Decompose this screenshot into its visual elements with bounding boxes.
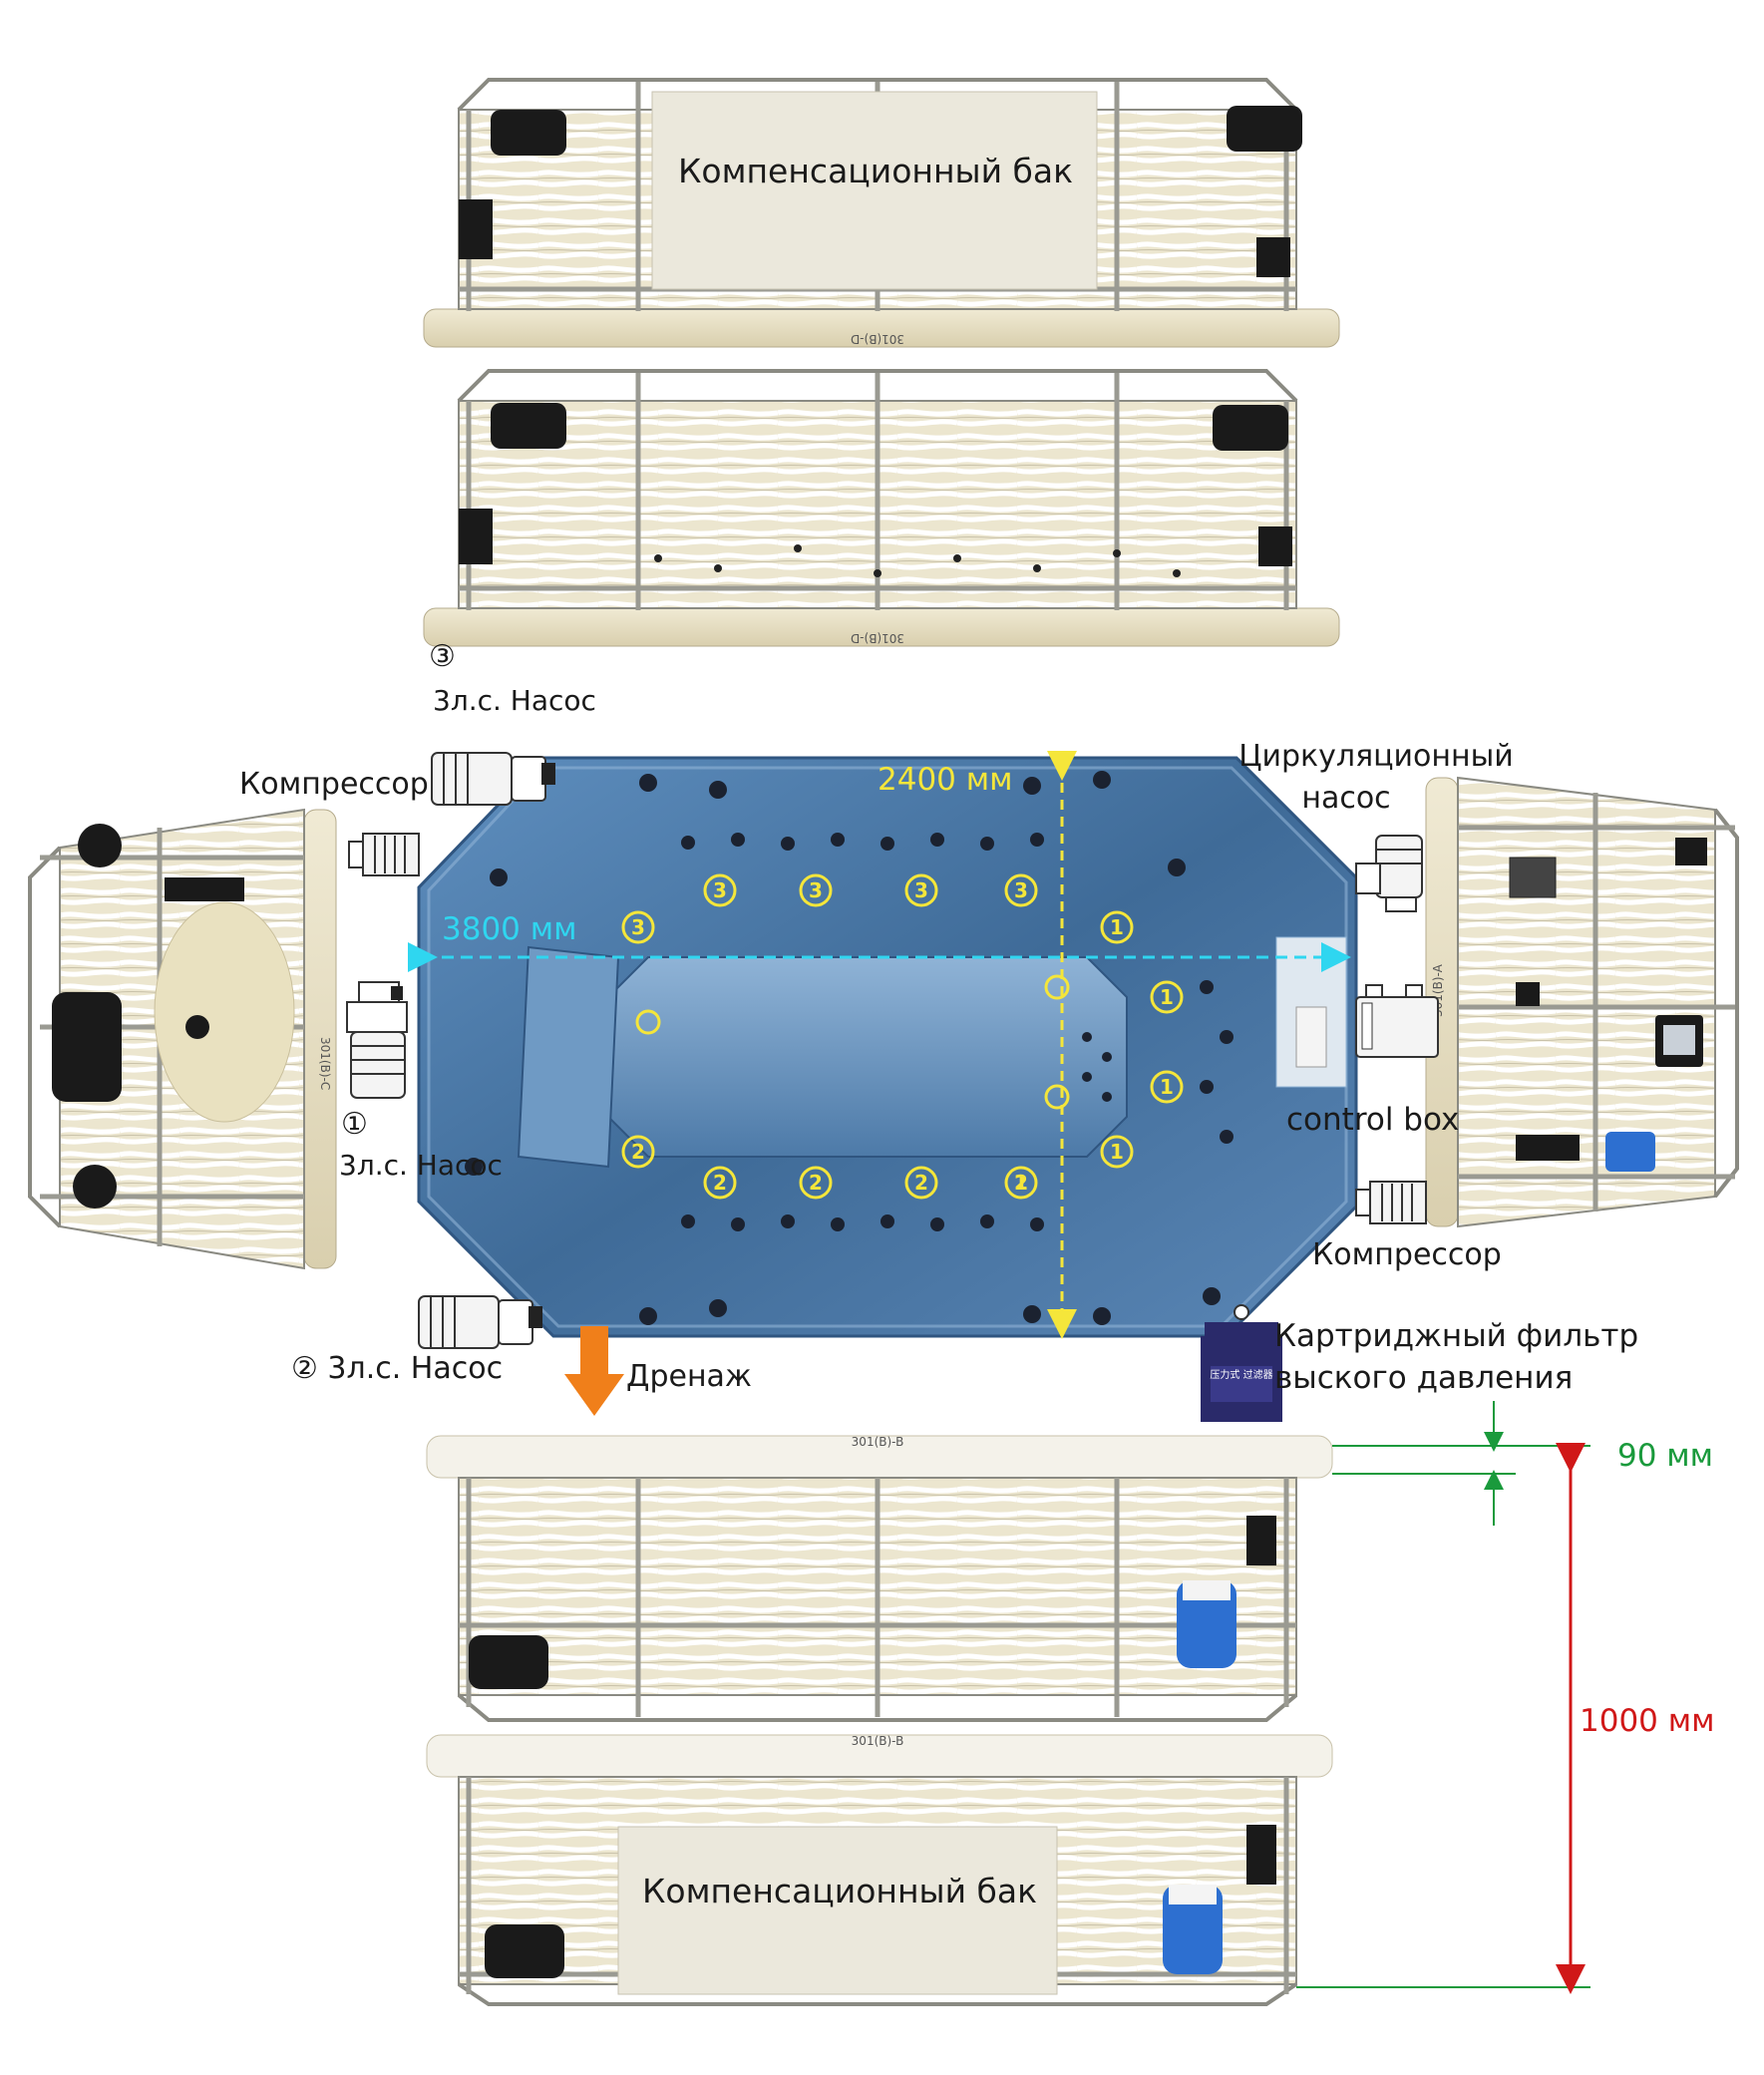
cartridge-filter-icon	[1201, 1304, 1282, 1422]
pump2-icon	[418, 1295, 542, 1349]
jet-marker: 2	[914, 1171, 928, 1195]
jet-group-markers: 3 3 3 3 3 1 1 1 1 1 2 2 2 2 2	[621, 873, 1184, 1200]
circulation-pump-icon	[1355, 835, 1423, 912]
tank-bottom	[617, 1826, 1058, 1995]
tank-top-label: Компенсационный бак	[678, 152, 1073, 190]
height-dimension	[1296, 1443, 1590, 1994]
model-tag-left: 301(B)-C	[318, 1037, 332, 1090]
compressor-right-icon	[1355, 1181, 1427, 1224]
length-dimension: 3800 мм	[442, 911, 577, 947]
heater-icon	[1355, 984, 1439, 1058]
jet-marker: 3	[914, 878, 928, 902]
jet-marker: 1	[1160, 985, 1174, 1009]
circulation-pump-label-2: насос	[1301, 781, 1390, 816]
right-side-view	[1425, 776, 1739, 1228]
bottom-side-view-pipes	[426, 1435, 1333, 1722]
model-tag-bottom-1: 301(B)-B	[852, 1435, 904, 1449]
jet-marker: 2	[713, 1171, 727, 1195]
model-tag-top-1: 301(B)-D	[851, 332, 904, 346]
pump3-label: 3л.с. Насос	[433, 684, 596, 717]
pump1-icon	[346, 981, 408, 1099]
jet-marker: 3	[809, 878, 823, 902]
pump3-icon	[431, 752, 555, 806]
rim-dimension-label: 90 мм	[1617, 1438, 1713, 1474]
rim-dimension	[1332, 1401, 1590, 1526]
height-dimension-label: 1000 мм	[1580, 1703, 1715, 1739]
tank-bottom-label: Компенсационный бак	[642, 1872, 1037, 1910]
width-dimension: 2400 мм	[878, 762, 1013, 798]
pump-icon	[485, 1924, 564, 1978]
pump-icon	[1213, 405, 1288, 451]
pool-top-view	[417, 756, 1358, 1338]
jet-marker: 1	[1110, 915, 1124, 939]
model-tag-bottom-2: 301(B)-B	[852, 1734, 904, 1748]
jet-marker: 1	[1110, 1140, 1124, 1164]
jet-marker: 3	[1014, 878, 1028, 902]
pump1-label: 3л.с. Насос	[339, 1149, 503, 1182]
jet-marker: 3	[713, 878, 727, 902]
drain-label: Дренаж	[626, 1359, 752, 1394]
left-side-view	[28, 808, 337, 1270]
model-tag-top-2: 301(B)-D	[851, 631, 904, 645]
jet-marker: 3	[631, 915, 645, 939]
control-box-label: control box	[1286, 1102, 1459, 1138]
pump1-number: ①	[341, 1107, 368, 1142]
tank-top	[651, 91, 1098, 290]
circulation-pump-label-1: Циркуляционный	[1238, 739, 1514, 774]
jet-marker: 1	[1014, 1171, 1028, 1195]
drain-arrow-icon	[564, 1326, 624, 1416]
pump-icon	[469, 1635, 548, 1689]
compressor-right-label: Компрессор	[1312, 1237, 1502, 1272]
filter-label-2: выского давления	[1274, 1360, 1573, 1396]
top-side-view-with-tank	[423, 78, 1340, 348]
pump-icon	[491, 110, 566, 156]
pump2-label: ② 3л.с. Насос	[291, 1351, 503, 1386]
pump-icon	[52, 992, 122, 1102]
pump-icon	[1227, 106, 1302, 152]
filter-chinese-text: 压力式 过滤器	[1210, 1368, 1272, 1381]
jet-marker: 1	[1160, 1075, 1174, 1099]
compressor-left-label: Компрессор	[239, 767, 429, 802]
jet-marker: 2	[631, 1140, 645, 1164]
filter-label-1: Картриджный фильтр	[1274, 1318, 1638, 1354]
jet-marker: 2	[1014, 1171, 1028, 1195]
top-side-view-pipes	[423, 369, 1340, 647]
compressor-icon	[348, 833, 420, 876]
pump3-number: ③	[429, 639, 456, 674]
pump-icon	[491, 403, 566, 449]
bottom-side-view-with-tank	[426, 1734, 1333, 2006]
jet-marker: 2	[809, 1171, 823, 1195]
